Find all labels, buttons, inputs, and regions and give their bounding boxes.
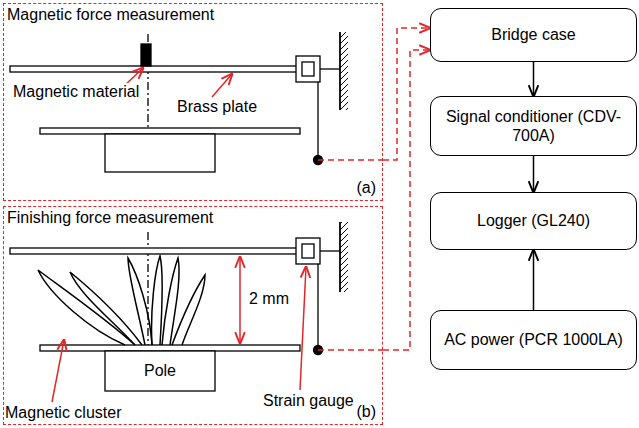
process-box: Bridge case xyxy=(430,8,637,62)
region-title: Magnetic force measurement xyxy=(7,5,214,24)
part-label: Brass plate xyxy=(176,98,258,116)
box-label: Bridge case xyxy=(491,25,576,44)
setup-b xyxy=(10,222,383,402)
signal-wire xyxy=(383,28,430,160)
magnetic-cluster xyxy=(38,256,205,345)
setup-a xyxy=(10,32,383,172)
process-box: Logger (GL240) xyxy=(430,192,637,250)
flow-arrow xyxy=(533,62,535,96)
part-label: Magnetic cluster xyxy=(4,404,123,422)
box-label: AC power (PCR 1000LA) xyxy=(444,330,623,349)
panel-tag: (b) xyxy=(356,402,376,421)
flow-arrow xyxy=(533,250,535,310)
box-label: Logger (GL240) xyxy=(477,211,590,230)
box-label: Signal conditioner (CDV-700A) xyxy=(439,107,628,145)
part-label: Magnetic material xyxy=(12,83,140,101)
flow-arrow xyxy=(533,156,535,192)
part-label: Strain gauge xyxy=(262,392,355,410)
process-box: Signal conditioner (CDV-700A) xyxy=(430,96,637,156)
part-label: Pole xyxy=(143,362,177,380)
process-box: AC power (PCR 1000LA) xyxy=(430,310,637,370)
signal-wire xyxy=(383,50,430,350)
panel-tag: (a) xyxy=(356,178,376,197)
dimension-label: 2 mm xyxy=(248,290,290,308)
region-title: Finishing force measurement xyxy=(7,208,213,227)
